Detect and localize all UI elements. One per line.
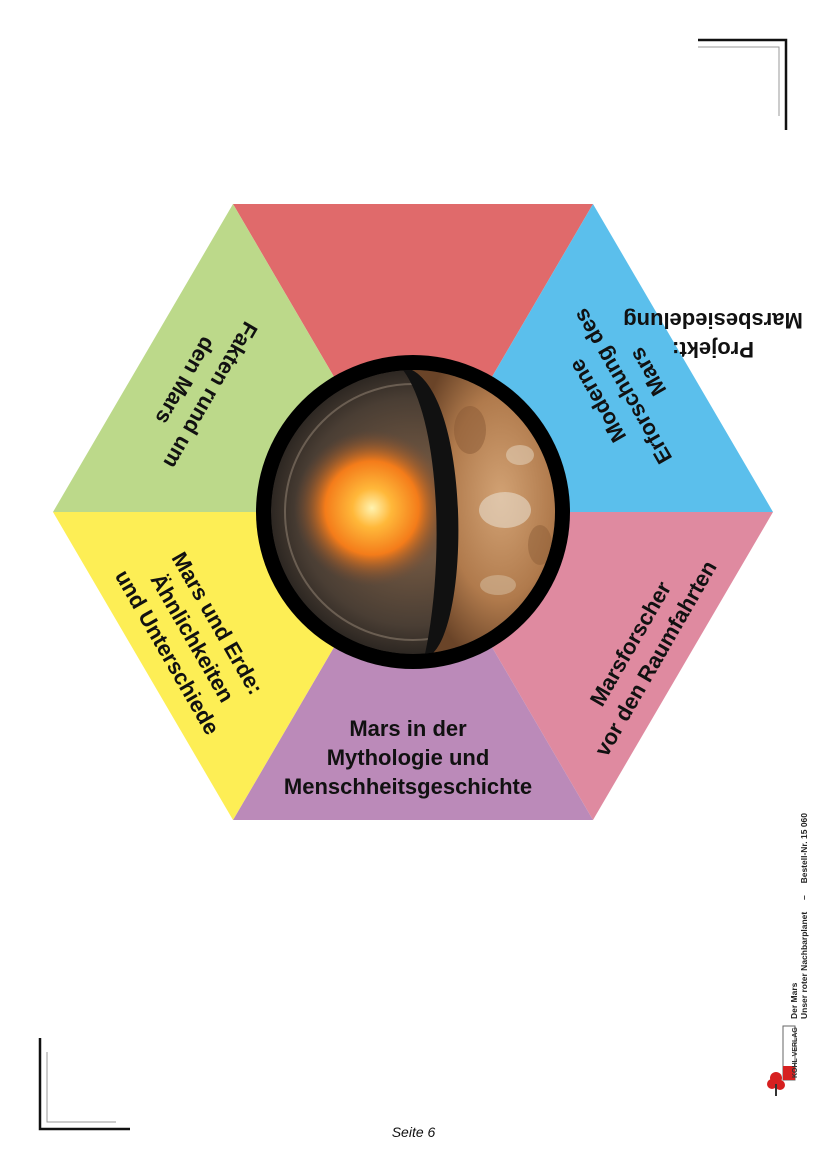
segment-label-line: Menschheitsgeschichte [283,774,533,799]
publisher-name: KOHL VERLAG [792,1027,799,1078]
mars-cutaway-image [256,355,570,669]
corner-mark-bottom-left [38,1038,130,1131]
segment-label-line: Mars in der [349,716,467,741]
footer-separator: – [799,895,809,900]
publication-title-line: Der Mars [789,813,799,1019]
book-subtitle: Unser roter Nachbarplanet [799,911,809,1019]
publisher-logo: KOHL VERLAG [766,1022,799,1102]
publication-info-text: Der Mars Unser roter Nachbarplanet – Bes… [789,813,809,1019]
book-title: Der Mars [789,982,799,1019]
order-number: Bestell-Nr. 15 060 [799,813,809,884]
segment-label-bottom: Mars in der Mythologie und Menschheitsge… [258,714,558,801]
segment-label-line: Mythologie und [326,745,490,770]
publication-subtitle-line: Unser roter Nachbarplanet – Bestell-Nr. … [799,813,809,1019]
page-number: Seite 6 [391,1124,436,1140]
corner-mark-top-right [698,38,788,130]
publisher-logo-mark [767,1025,796,1096]
